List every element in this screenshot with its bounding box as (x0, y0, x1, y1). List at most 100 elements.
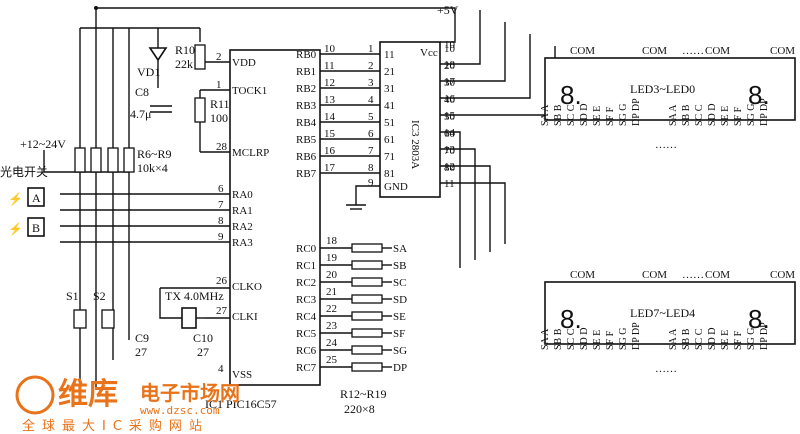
segment-pin-label: SF F (733, 106, 744, 126)
driver-in-pin: 6 (368, 128, 374, 140)
mcu-vss-number: 4 (218, 363, 224, 375)
watermark-url: www.dzsc.com (140, 404, 220, 417)
cross-wire-label: 17 (444, 76, 456, 88)
com-wire (440, 182, 506, 244)
rc-resistor (351, 345, 383, 355)
com-wire (440, 34, 531, 99)
rc-resistor (351, 311, 383, 321)
segment-dots: …… (655, 139, 677, 151)
mcu-name: IC1 PIC16C57 (205, 397, 277, 411)
rc-resistor (351, 362, 383, 372)
xtal-left-wire (159, 288, 182, 319)
segment-pin-label: SG G (746, 327, 757, 350)
segment-pin-label: SC C (566, 328, 577, 350)
driver-vcc-pin: 10 (444, 39, 456, 51)
com-wire (440, 22, 506, 82)
com-label: COM (570, 269, 595, 281)
s2-label: S2 (93, 289, 106, 303)
r11-value: 100 (210, 111, 228, 125)
driver-out-pin: 30 (444, 77, 456, 89)
pullup-resistor (123, 147, 135, 173)
driver-gnd-pin: 9 (368, 177, 374, 189)
segment-pin-label: SA A (540, 328, 551, 350)
segment-pin-label: SE E (720, 106, 731, 126)
mcu-chip (229, 49, 321, 386)
mcu-rb-number: 14 (324, 111, 336, 123)
segment-pin-label: SE E (592, 330, 603, 350)
xtal-label: TX 4.0MHz (165, 289, 224, 303)
vd1-label: VD1 (137, 65, 160, 79)
rc-signal-name: DP (393, 362, 407, 374)
seven-segment-digit: 8. (560, 80, 582, 110)
segment-pin-label: SE E (720, 330, 731, 350)
segment-pin-label: SF F (605, 106, 616, 126)
pullup-resistor (90, 147, 102, 173)
mcu-rc-name: RC3 (296, 294, 317, 306)
mcu-pin-number: 1 (216, 79, 222, 91)
r11-label: R11 (210, 97, 230, 111)
mcu-rb-name: RB2 (296, 83, 316, 95)
rc-signal-name: SC (393, 277, 406, 289)
mcu-clki-number: 27 (216, 305, 228, 317)
segment-pin-label: SF F (605, 330, 616, 350)
mcu-rc-name: RC4 (296, 311, 317, 323)
mcu-rc-number: 22 (326, 303, 337, 315)
driver-in-code: 81 (384, 168, 395, 180)
seven-segment-digit: 8. (560, 304, 582, 334)
driver-in-code: 11 (384, 49, 395, 61)
driver-in-code: 41 (384, 100, 395, 112)
light-icon: ⚡ (8, 192, 23, 206)
segment-pin-label: DP DP (631, 98, 642, 126)
rc-signal-name: SF (393, 328, 405, 340)
mcu-rc-name: RC1 (296, 260, 316, 272)
segment-pin-label: SB B (681, 328, 692, 350)
components (27, 41, 796, 386)
com-dots: …… (682, 269, 704, 281)
com-wire (440, 10, 481, 65)
vd1-diode (148, 47, 168, 62)
mcu-clko-name: CLKO (232, 281, 262, 293)
segment-pin-label: DP DP (631, 322, 642, 350)
rc-resistor (351, 277, 383, 287)
com-label: COM (770, 45, 795, 57)
watermark-slogan: 全球最大IC采购网站 (22, 418, 209, 434)
segment-pin-label: SG G (746, 103, 757, 126)
labels: +5VR6~R910k×4+12~24V光电开关AB⚡⚡VDD2TOCK11MC… (0, 3, 795, 416)
driver-out-pin: 70 (444, 145, 456, 157)
com-label: COM (705, 45, 730, 57)
vcc-wire (440, 20, 456, 43)
rail-5v (95, 7, 456, 390)
cross-wire-label: 15 (444, 110, 456, 122)
mcu-ra-number: 6 (218, 183, 224, 195)
rc-resistor (351, 243, 383, 253)
mcu-pin-name: MCLRP (232, 147, 269, 159)
mcu-pin-number: 28 (216, 141, 228, 153)
segment-pin-label: DP DP (759, 322, 770, 350)
r10-label: R10 (175, 43, 195, 57)
pullup-resistor (107, 147, 119, 173)
mcu-rc-name: RC5 (296, 328, 317, 340)
r12-r19-value: 220×8 (344, 402, 375, 416)
vcc-label: +5V (437, 3, 459, 17)
mcu-ra-number: 7 (218, 199, 224, 211)
mcu-rc-name: RC7 (296, 362, 317, 374)
s1-label: S1 (66, 289, 79, 303)
r6-r9-label: R6~R9 (137, 147, 172, 161)
mcu-rc-number: 20 (326, 269, 338, 281)
c10-value: 27 (197, 345, 209, 359)
mcu-rb-name: RB1 (296, 66, 316, 78)
r12-r19-label: R12~R19 (340, 387, 387, 401)
c9-label: C9 (135, 331, 149, 345)
com-label: COM (705, 269, 730, 281)
com-wire (440, 148, 476, 260)
mcu-rb-name: RB7 (296, 168, 317, 180)
rc-signal-name: SG (393, 345, 407, 357)
segment-pin-label: SG G (618, 327, 629, 350)
mcu-pin-name: VDD (232, 57, 256, 69)
segment-pin-label: SD D (707, 103, 718, 126)
mcu-clki-name: CLKI (232, 311, 258, 323)
rc-signal-name: SA (393, 243, 407, 255)
com-label: COM (770, 269, 795, 281)
s2-switch (101, 309, 115, 329)
